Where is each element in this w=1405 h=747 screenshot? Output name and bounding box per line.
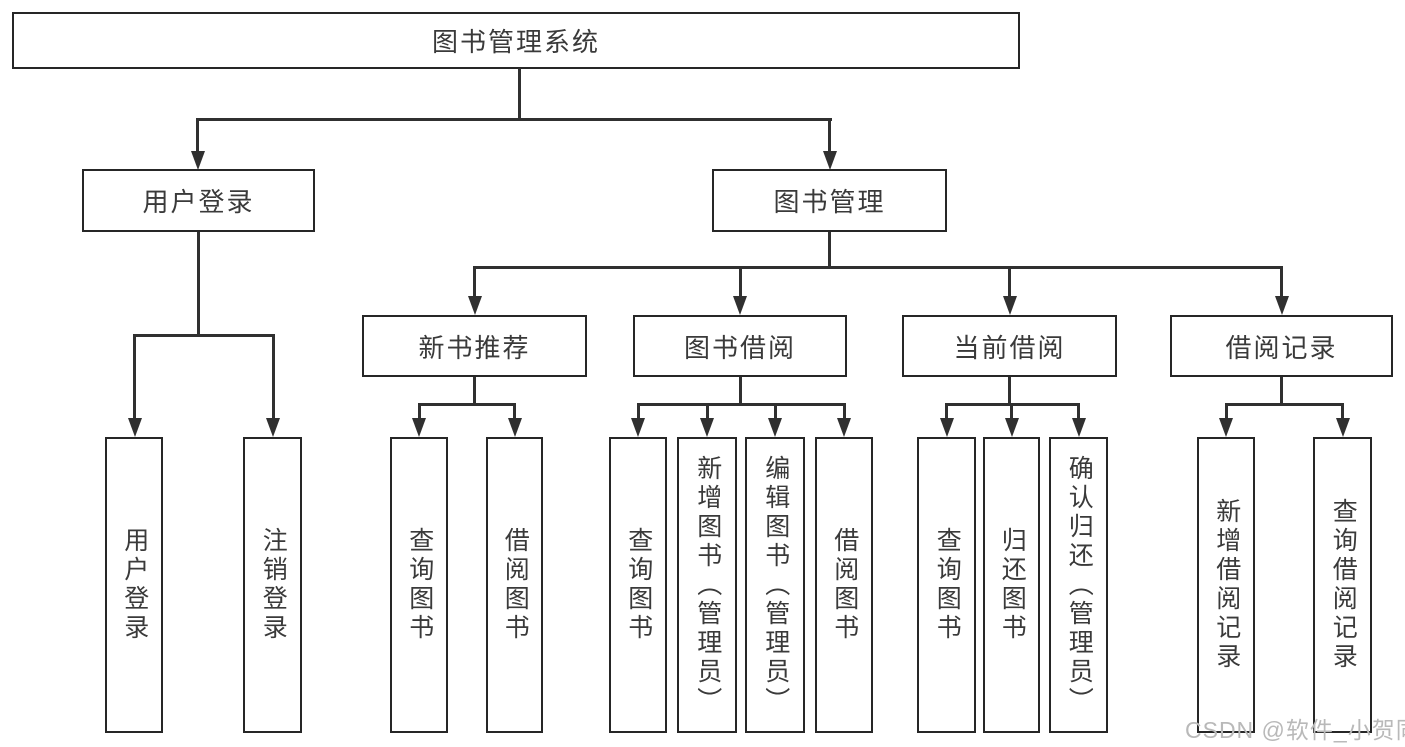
- node-book-management: 图书管理: [712, 169, 947, 232]
- connector-line: [828, 232, 831, 269]
- arrowhead: [1274, 296, 1289, 315]
- arrowhead: [700, 418, 714, 437]
- node-label: 借阅记录: [1225, 332, 1338, 363]
- node-add-borrow-record: 新增借阅记录: [1197, 437, 1255, 733]
- node-label: 归还图书: [998, 527, 1027, 643]
- node-borrowing-records: 借阅记录: [1170, 315, 1393, 377]
- arrowhead: [837, 418, 851, 437]
- node-query-borrow-record: 查询借阅记录: [1313, 437, 1372, 733]
- node-return-books: 归还图书: [983, 437, 1040, 733]
- arrowhead: [412, 418, 426, 437]
- node-logout: 注销登录: [243, 437, 302, 733]
- arrowhead: [822, 151, 837, 170]
- connector-line: [1008, 266, 1011, 299]
- node-query-books-current: 查询图书: [917, 437, 976, 733]
- connector-line: [945, 403, 948, 420]
- arrowhead: [1071, 418, 1086, 437]
- node-label: 用户登录: [142, 187, 255, 217]
- connector-line: [197, 232, 200, 337]
- arrowhead: [939, 418, 954, 437]
- arrowhead: [1004, 418, 1019, 437]
- connector-line: [473, 266, 476, 299]
- connector-line: [705, 403, 709, 420]
- arrowhead: [1335, 418, 1350, 437]
- connector-line: [417, 403, 421, 420]
- node-new-book-recommendation: 新书推荐: [362, 315, 587, 377]
- arrowhead: [190, 151, 205, 170]
- node-label: 用户登录: [120, 527, 149, 643]
- connector-line: [1280, 377, 1283, 406]
- node-label: 图书借阅: [683, 332, 796, 363]
- connector-line: [133, 334, 136, 420]
- connector-line: [738, 377, 742, 406]
- connector-line: [773, 403, 777, 420]
- node-label: 新增借阅记录: [1212, 498, 1241, 672]
- node-label: 新增图书（管理员）: [693, 454, 722, 716]
- connector-line: [196, 118, 199, 153]
- connector-line: [1077, 403, 1080, 420]
- node-current-borrowing: 当前借阅: [902, 315, 1117, 377]
- node-label: 确认归还（管理员）: [1065, 454, 1094, 716]
- node-label: 查询图书: [624, 527, 653, 643]
- node-label: 编辑图书（管理员）: [761, 454, 790, 716]
- node-user-login-leaf: 用户登录: [105, 437, 163, 733]
- connector-line: [1224, 403, 1228, 420]
- arrowhead: [467, 296, 482, 315]
- arrowhead: [768, 418, 782, 437]
- connector-line: [1224, 403, 1344, 406]
- connector-line: [828, 118, 831, 153]
- connector-line: [473, 377, 476, 406]
- arrowhead: [1002, 296, 1017, 315]
- node-label: 借阅图书: [501, 527, 530, 643]
- arrowhead: [266, 418, 280, 437]
- connector-line: [1280, 266, 1283, 299]
- connector-line: [417, 403, 516, 406]
- connector-line: [1008, 377, 1011, 406]
- connector-line: [636, 403, 640, 420]
- connector-line: [517, 68, 521, 120]
- node-label: 图书管理: [773, 187, 886, 217]
- node-borrow-books-recommend: 借阅图书: [486, 437, 543, 733]
- node-edit-book-admin: 编辑图书（管理员）: [745, 437, 805, 733]
- connector-line: [738, 266, 742, 299]
- node-label: 当前借阅: [953, 332, 1066, 363]
- arrowhead: [1219, 418, 1233, 437]
- node-user-login: 用户登录: [82, 169, 315, 232]
- connector-line: [196, 118, 832, 121]
- node-query-books-recommend: 查询图书: [390, 437, 448, 733]
- node-label: 注销登录: [259, 527, 288, 643]
- connector-line: [133, 334, 274, 337]
- node-book-borrowing: 图书借阅: [633, 315, 847, 377]
- connector-line: [842, 403, 846, 420]
- node-borrow-books: 借阅图书: [815, 437, 873, 733]
- node-label: 借阅图书: [830, 527, 859, 643]
- node-label: 查询图书: [405, 527, 434, 643]
- arrowhead: [631, 418, 645, 437]
- arrowhead: [127, 418, 142, 437]
- connector-line: [636, 403, 846, 406]
- arrowhead: [507, 418, 522, 437]
- connector-line: [1010, 403, 1013, 420]
- node-label: 图书管理系统: [431, 27, 600, 57]
- arrowhead: [733, 296, 747, 315]
- connector-line: [513, 403, 516, 420]
- csdn-watermark: CSDN @软件_小贺同学: [1185, 717, 1405, 743]
- connector-line: [1341, 403, 1344, 420]
- node-label: 查询借阅记录: [1329, 498, 1358, 672]
- node-confirm-return-admin: 确认归还（管理员）: [1049, 437, 1108, 733]
- connector-line: [473, 266, 1283, 269]
- node-add-book-admin: 新增图书（管理员）: [677, 437, 737, 733]
- node-query-books-borrowing: 查询图书: [609, 437, 667, 733]
- node-label: 新书推荐: [418, 332, 531, 363]
- node-label: 查询图书: [933, 527, 962, 643]
- node-library-management-system: 图书管理系统: [12, 12, 1020, 69]
- connector-line: [271, 334, 275, 420]
